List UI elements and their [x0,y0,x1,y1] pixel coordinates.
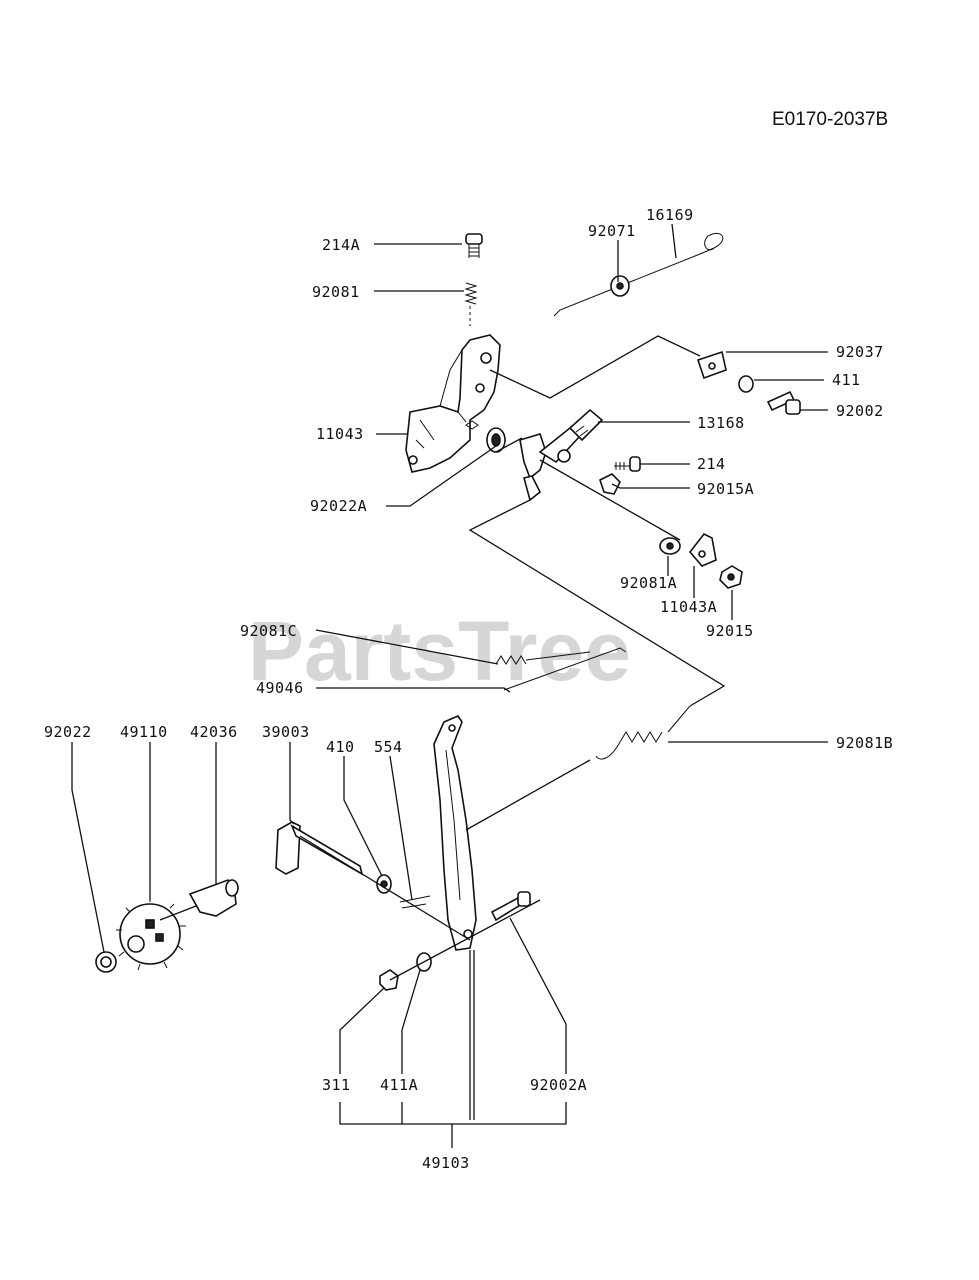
label-39003[interactable]: 39003 [262,723,310,741]
part-13168-link[interactable] [568,408,604,442]
label-42036[interactable]: 42036 [190,723,238,741]
label-49046[interactable]: 49046 [256,679,304,697]
label-11043[interactable]: 11043 [316,425,364,443]
part-92037-bracket[interactable] [696,350,727,380]
part-214A-screw[interactable] [465,233,483,258]
label-49103[interactable]: 49103 [422,1154,470,1172]
label-92081B[interactable]: 92081B [836,734,893,752]
label-92037[interactable]: 92037 [836,343,884,361]
part-92015A-nut[interactable] [599,473,621,495]
label-311[interactable]: 311 [322,1076,351,1094]
label-92022[interactable]: 92022 [44,723,92,741]
label-16169[interactable]: 16169 [646,206,694,224]
part-49046-rod[interactable] [503,647,627,691]
label-92002[interactable]: 92002 [836,402,884,420]
part-411-washer[interactable] [738,375,754,393]
label-92081A[interactable]: 92081A [620,574,677,592]
part-governor-lever[interactable] [519,426,582,502]
part-92081C-spring[interactable] [495,651,591,665]
watermark: PartsTree [248,604,631,698]
label-411[interactable]: 411 [832,371,861,389]
part-214-screw[interactable] [614,456,641,472]
label-411A[interactable]: 411A [380,1076,418,1094]
part-92071-clamp[interactable] [610,275,630,297]
diagram-code: E0170-2037B [772,109,888,130]
part-92081B-spring[interactable] [595,705,691,760]
label-13168[interactable]: 13168 [697,414,745,432]
label-11043A[interactable]: 11043A [660,598,717,616]
part-49103-governor-arm[interactable] [433,715,477,951]
assembly-lines [159,335,726,981]
part-92081-spring[interactable] [464,282,478,326]
label-92081[interactable]: 92081 [312,283,360,301]
label-92015A[interactable]: 92015A [697,480,754,498]
part-labels: 214A 92081 92071 16169 92037 411 92002 1… [44,206,893,1172]
label-92002A[interactable]: 92002A [530,1076,587,1094]
label-92071[interactable]: 92071 [588,222,636,240]
part-42036-pin[interactable] [188,879,239,917]
part-311-nut[interactable] [379,969,399,991]
label-49110[interactable]: 49110 [120,723,168,741]
label-554[interactable]: 554 [374,738,403,756]
part-92081A-washer[interactable] [659,537,681,555]
part-11043A-plate[interactable] [688,532,717,567]
part-49110-gear[interactable] [116,896,186,971]
label-92081C[interactable]: 92081C [240,622,297,640]
part-92002A-bolt[interactable] [490,891,531,922]
label-214[interactable]: 214 [697,455,726,473]
leader-lines [71,223,828,1148]
part-16169-rod[interactable] [553,232,724,317]
label-92022A[interactable]: 92022A [310,497,367,515]
label-92015[interactable]: 92015 [706,622,754,640]
part-92022A-washer[interactable] [486,427,506,453]
part-92002-bolt[interactable] [766,390,801,415]
part-92022-washer[interactable] [95,951,117,973]
part-11043-bracket[interactable] [405,334,501,473]
label-410[interactable]: 410 [326,738,355,756]
label-214A[interactable]: 214A [322,236,360,254]
part-92015-nut[interactable] [719,565,743,589]
part-410-washer[interactable] [376,874,392,894]
